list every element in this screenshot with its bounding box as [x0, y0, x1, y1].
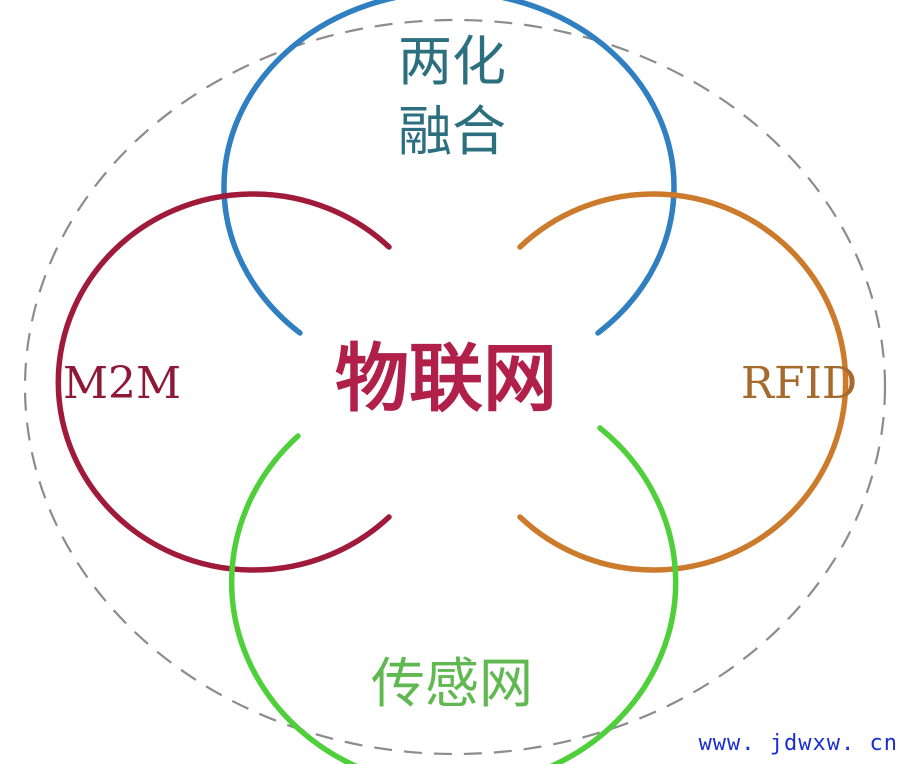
petal-left-arc — [55, 191, 392, 573]
petal-bottom-arc — [228, 425, 679, 764]
petal-top-arc — [221, 0, 677, 336]
label-right: RFID — [741, 358, 857, 409]
petal-right-arc — [517, 191, 849, 573]
label-top-line1: 两化 — [398, 30, 506, 93]
label-left: M2M — [63, 358, 181, 409]
outer-dashed-boundary — [23, 18, 887, 756]
label-bottom: 传感网 — [371, 652, 533, 715]
label-top-line2: 融合 — [398, 100, 506, 163]
label-center: 物联网 — [335, 336, 557, 422]
watermark-url: www. jdwxw. cn — [698, 731, 898, 756]
